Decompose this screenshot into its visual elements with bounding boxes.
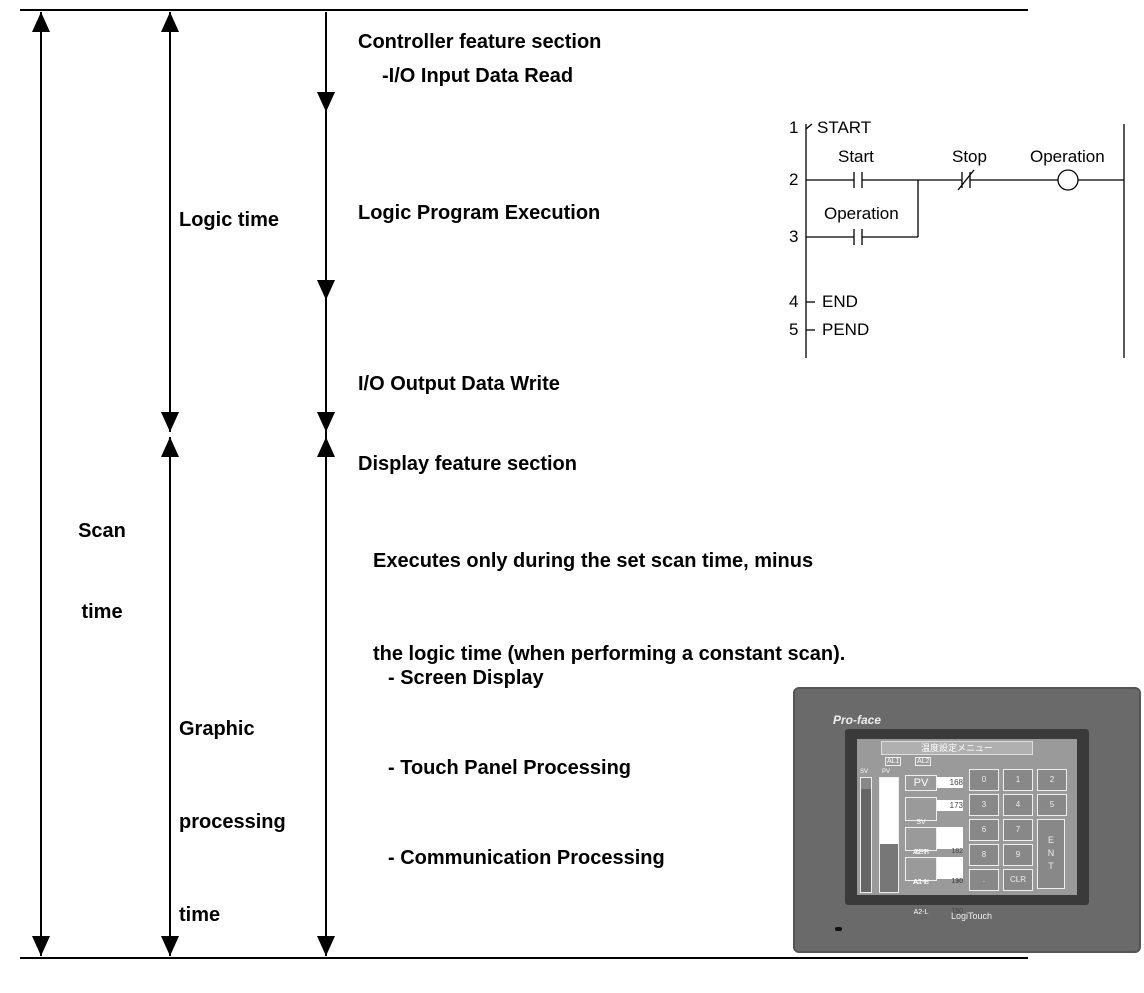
keypad-key: 4: [1003, 794, 1033, 816]
logic-program-execution: Logic Program Execution: [358, 202, 601, 224]
scan-time-label-line2: time: [81, 601, 123, 623]
display-section-description: Executes only during the set scan time, …: [373, 484, 845, 732]
a2-high-value: 190: [951, 878, 963, 885]
keypad-key: 5: [1037, 794, 1067, 816]
enter-key-letter: E: [1047, 835, 1054, 845]
a2-values: 190 150: [937, 857, 963, 915]
graphic-time-arrow-bottom: [161, 936, 179, 956]
screen-title: 温度設定メニュー: [881, 741, 1033, 755]
coil-operation-label: Operation: [1030, 147, 1105, 166]
bar-label: SV: [860, 769, 869, 775]
hmi-lcd: 温度設定メニュー AL1 AL2 SV PV PV 168 SV SET 173: [857, 739, 1077, 916]
pv-value: 168: [937, 777, 963, 788]
scan-time-label: Scan time: [62, 464, 142, 680]
a1-high-value: 182: [951, 848, 963, 855]
pv-bar-fill: [880, 844, 898, 892]
power-led: [835, 927, 842, 931]
keypad-key: 6: [969, 819, 999, 841]
flow-arrow-display-start: [317, 437, 335, 457]
sv-bar-fill: [861, 789, 871, 892]
rung-number: 1: [789, 118, 799, 137]
a1-low-value: 175: [951, 878, 963, 885]
scan-time-arrow-bottom: [32, 936, 50, 956]
alarm-label: AL2: [915, 757, 932, 766]
flow-arrow-display-end: [317, 936, 335, 956]
a1-labels: A1-H A1-L: [905, 827, 937, 886]
keypad-key: 1: [1003, 769, 1033, 791]
a2-low-label: A2-L: [913, 909, 929, 916]
ladder-pend: PEND: [822, 320, 870, 339]
diagram-lines: [20, 9, 1125, 959]
contact-operation-label: Operation: [824, 204, 899, 223]
brand-logo: Pro-face: [833, 713, 882, 727]
sv-label-line2: SET: [914, 849, 928, 856]
graphic-processing-time-label: Graphic processing time: [179, 652, 286, 993]
display-task-item: - Screen Display: [388, 667, 544, 689]
a2-high-label: A2-H: [913, 879, 929, 886]
display-desc-line1: Executes only during the set scan time, …: [373, 550, 814, 572]
model-label: LogiTouch: [951, 911, 993, 921]
pv-label: PV: [905, 775, 937, 791]
keypad-key: 3: [969, 794, 999, 816]
controller-section-subtitle: -I/O Input Data Read: [382, 65, 574, 87]
rung-number: 5: [789, 320, 799, 339]
ladder-diagram: [805, 123, 1125, 358]
bar-label: PV: [882, 769, 891, 775]
ladder-start: START: [817, 118, 872, 137]
graphic-label-line3: time: [179, 904, 221, 926]
keypad-key: 0: [969, 769, 999, 791]
display-section-title: Display feature section: [358, 453, 577, 475]
keypad-key: 2: [1037, 769, 1067, 791]
keypad-key: CLR: [1003, 869, 1033, 891]
flow-arrow-output-end: [317, 412, 335, 432]
logic-time-label: Logic time: [179, 209, 280, 231]
keypad-key: .: [969, 869, 999, 891]
sv-set-label: SV SET: [905, 797, 937, 856]
display-desc-line2: the logic time (when performing a consta…: [373, 643, 846, 665]
alarm-label: AL1: [885, 757, 902, 766]
rung-number: 3: [789, 227, 799, 246]
contact-start-label: Start: [838, 147, 874, 166]
scan-cycle-diagram: Scan time Logic time Graphic processing …: [20, 9, 1141, 959]
hmi-bezel: 温度設定メニュー AL1 AL2 SV PV PV 168 SV SET 173: [845, 729, 1089, 916]
rung-number: 4: [789, 292, 799, 311]
keypad-key: 7: [1003, 819, 1033, 841]
scan-time-label-line1: Scan: [78, 520, 126, 542]
logic-time-arrow-top: [161, 12, 179, 32]
ladder-end: END: [822, 292, 858, 311]
hmi-device-image: Pro-face 温度設定メニュー AL1 AL2 SV PV PV 168 S…: [793, 687, 1141, 953]
contact-stop-label: Stop: [952, 147, 987, 166]
sv-label-line1: SV: [916, 819, 926, 826]
sv-bar-graph: [860, 777, 872, 893]
io-output-write: I/O Output Data Write: [358, 373, 560, 395]
sv-value: 173: [937, 800, 963, 811]
graphic-label-line1: Graphic: [179, 718, 255, 740]
pv-bar-graph: [879, 777, 899, 893]
display-tasks-list: - Screen Display - Touch Panel Processin…: [388, 603, 665, 933]
display-task-item: - Touch Panel Processing: [388, 757, 632, 779]
keypad-key: 9: [1003, 844, 1033, 866]
flow-arrow-logic-end: [317, 280, 335, 300]
display-task-item: - Communication Processing: [388, 847, 665, 869]
logic-time-arrow-bottom: [161, 412, 179, 432]
keypad-key: 8: [969, 844, 999, 866]
a1-high-label: A1-H: [913, 849, 929, 856]
flow-arrow-input-end: [317, 92, 335, 112]
enter-key-letter: T: [1048, 861, 1054, 871]
graphic-time-arrow-top: [161, 437, 179, 457]
a2-low-value: 150: [951, 908, 963, 915]
a1-values: 182 175: [937, 827, 963, 885]
a1-low-label: A1-L: [913, 879, 929, 886]
controller-section-title: Controller feature section: [358, 31, 602, 53]
graphic-label-line2: processing: [179, 811, 286, 833]
a2-labels: A2-H A2-L: [905, 857, 937, 916]
enter-key-letter: N: [1047, 848, 1055, 858]
rung-number: 2: [789, 170, 799, 189]
scan-time-arrow-top: [32, 12, 50, 32]
